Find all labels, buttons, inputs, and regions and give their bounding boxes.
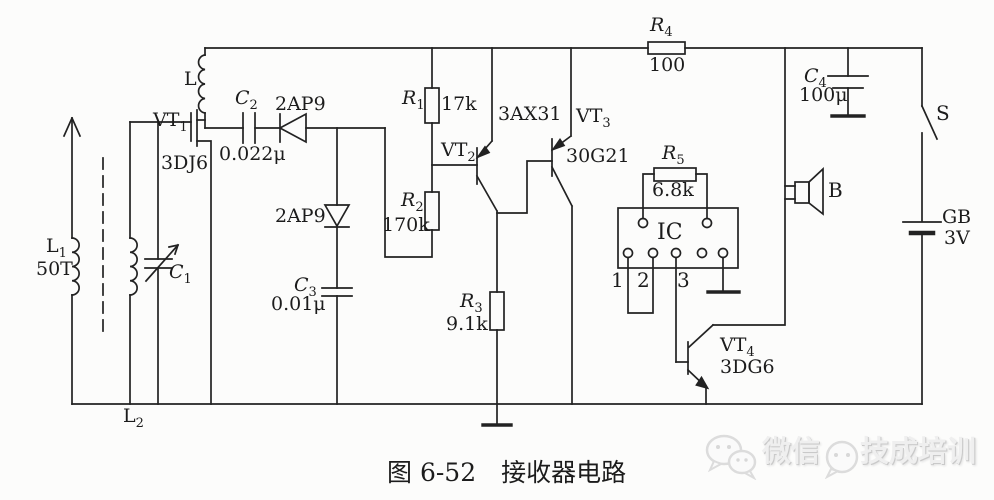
speaker-coil-box-icon	[794, 181, 810, 204]
model-vt1: 3DJ6	[161, 152, 209, 174]
bias-loop-wire	[384, 127, 433, 258]
vt3-collector-lead	[550, 165, 574, 405]
label-vt4: VT4	[720, 334, 755, 360]
ic-pin-label-1: 1	[611, 268, 624, 292]
ic-box	[617, 207, 739, 269]
model-vt4: 3DG6	[720, 356, 775, 378]
model-vt3: 30G21	[566, 145, 630, 167]
vt1-source-lead	[196, 140, 212, 405]
resistor-r1-body	[424, 87, 440, 124]
label-r2: R2	[401, 189, 424, 215]
value-gb: 3V	[944, 227, 970, 249]
label-r5: R5	[662, 142, 685, 168]
ic-pin-2	[647, 247, 659, 259]
value-r2: 170k	[382, 214, 430, 236]
inductor-l2-icon	[129, 237, 138, 296]
diode-d1-triangle-icon	[278, 112, 307, 144]
label-c3: C3	[294, 274, 317, 300]
label-l1: L1	[46, 235, 67, 261]
watermark: 微信 技成培训	[700, 424, 990, 490]
vt2-emitter-lead	[475, 47, 494, 160]
wechat-bubbles-icon	[705, 434, 757, 480]
speaker-stub-wires	[784, 185, 796, 200]
label-r1: R1	[402, 87, 425, 113]
resistor-r3-body	[489, 291, 505, 331]
label-r4: R4	[650, 14, 673, 40]
value-r1: 17k	[441, 93, 477, 115]
vt2-collector-lead	[475, 174, 499, 293]
switch-blade-icon	[920, 104, 939, 141]
label-d1: 2AP9	[275, 93, 326, 115]
label-s: S	[936, 101, 950, 125]
label-gb: GB	[942, 206, 972, 228]
capacitor-c3-plates-icon	[321, 287, 353, 297]
label-vt1: VT1	[153, 109, 188, 135]
vt3-emitter-lead	[550, 47, 573, 152]
label-b: B	[828, 178, 843, 202]
ic-pin12-link-wire	[627, 256, 654, 314]
label-l2: L2	[123, 405, 144, 431]
inductor-l-icon	[197, 54, 206, 114]
ic-pin-5	[717, 247, 729, 259]
resistor-r2-body	[424, 191, 440, 231]
diode-d2-triangle-icon	[323, 204, 351, 228]
vt2-emitter-arrow-icon	[475, 145, 491, 159]
ic-top-pin-right	[701, 217, 713, 229]
label-r3: R3	[460, 290, 483, 316]
vt4-emitter-arrow-icon	[695, 375, 710, 390]
vt2-to-vt3-wire	[496, 160, 553, 214]
ic-pin-label-3: 3	[677, 268, 690, 292]
value-r3: 9.1k	[446, 313, 488, 335]
resistor-r4-body	[647, 41, 686, 55]
figure-caption: 图 6-52 接收器电路	[387, 458, 627, 487]
value-c3: 0.01μ	[271, 293, 326, 315]
label-l: L	[184, 68, 197, 90]
vt4-collector-lead	[687, 323, 715, 349]
value-l1: 50T	[36, 258, 73, 280]
capacitor-c2-plates-icon	[242, 112, 256, 144]
r5-wires	[642, 173, 708, 220]
ic-pin-3	[670, 247, 682, 259]
label-d2: 2AP9	[275, 205, 326, 227]
label-ic: IC	[657, 220, 683, 245]
round-bubble-face-icon	[824, 440, 859, 479]
speaker-cone-icon	[808, 167, 824, 216]
inductor-l1-icon	[71, 237, 80, 296]
antenna-arrow-icon	[62, 116, 82, 138]
model-vt2: 3AX31	[498, 103, 562, 125]
label-vt3: VT3	[576, 105, 611, 131]
capacitor-c4-plates-icon	[827, 75, 869, 89]
value-c2: 0.022μ	[219, 143, 286, 165]
label-c1: C1	[169, 261, 192, 287]
value-c4: 100μ	[799, 84, 848, 106]
c1-variable-arrow-icon	[144, 243, 180, 283]
label-vt2: VT2	[441, 139, 476, 165]
value-r4: 100	[649, 54, 686, 76]
watermark-brand-label: 技成培训	[860, 434, 977, 468]
ic-pin-1	[622, 247, 634, 259]
vt3-emitter-arrow-icon	[550, 137, 566, 152]
ic-pin-label-2: 2	[637, 268, 650, 292]
watermark-wechat-label: 微信	[762, 434, 821, 468]
resistor-r5-body	[653, 167, 697, 182]
label-c2: C2	[235, 87, 258, 113]
ic-top-pin-left	[637, 217, 649, 229]
label-c4: C4	[804, 65, 827, 91]
ic-pin-4	[696, 247, 708, 259]
value-r5: 6.8k	[652, 179, 694, 201]
